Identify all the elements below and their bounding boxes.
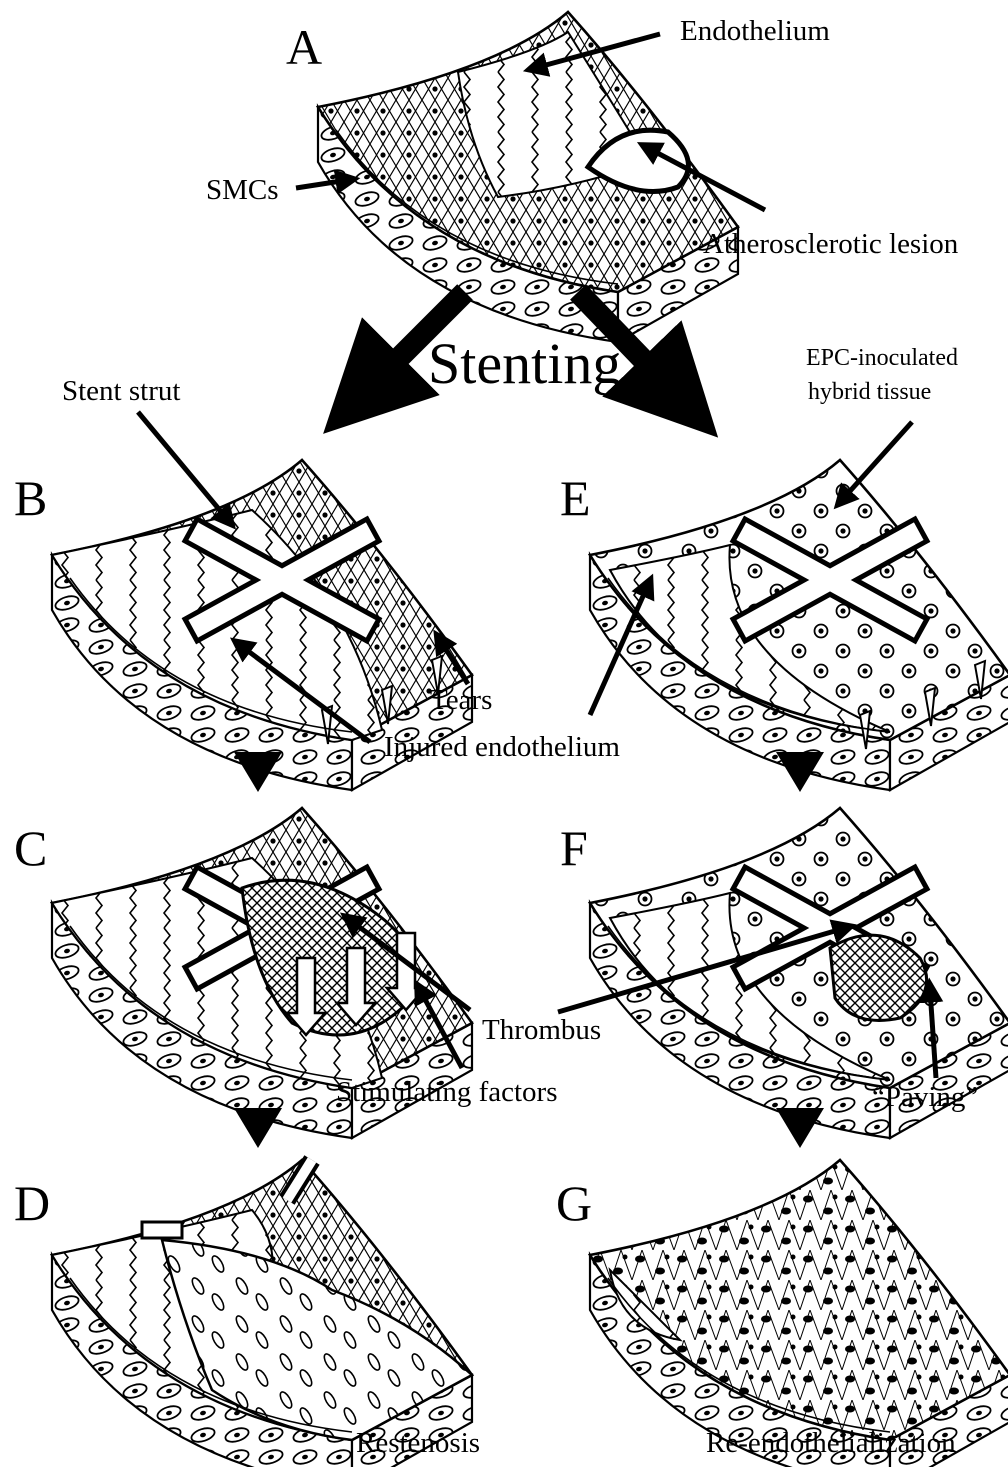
block-g [590, 1160, 1008, 1467]
panel-letter-a: A [286, 22, 322, 72]
panel-letter-e: E [560, 473, 591, 523]
label-endothelium: Endothelium [680, 17, 830, 46]
label-stent-strut: Stent strut [62, 377, 180, 406]
label-atherosclerotic-lesion: Atherosclerotic lesion [703, 230, 958, 259]
label-thrombus: Thrombus [482, 1016, 601, 1045]
label-tears: Tears [430, 686, 492, 715]
label-stenting: Stenting [428, 335, 621, 393]
panel-letter-b: B [14, 473, 47, 523]
panel-letter-g: G [556, 1178, 592, 1228]
caption-re-endothelialization: Re-endothelialization [706, 1429, 956, 1458]
block-e [590, 460, 1008, 790]
pointer-stent-strut [138, 412, 228, 520]
panel-letter-d: D [14, 1178, 50, 1228]
triangle-c-to-d [234, 1108, 282, 1148]
triangle-f-to-g [776, 1108, 824, 1148]
block-g-lumen-surface [590, 1160, 1008, 1440]
panel-letter-f: F [560, 823, 588, 873]
label-smcs: SMCs [206, 176, 279, 205]
label-injured-endothelium: Injured endothelium [384, 733, 620, 762]
panel-letter-c: C [14, 823, 47, 873]
block-a [318, 12, 738, 342]
label-epc-line1: EPC-inoculated [806, 346, 958, 370]
pointer-epc [842, 422, 912, 500]
caption-restenosis: Restenosis [356, 1429, 480, 1458]
stent-strut-d-stub [142, 1222, 182, 1238]
label-paving: “Paving” [872, 1083, 978, 1112]
label-stimulating-factors: Stimulating factors [336, 1078, 558, 1107]
label-epc-line2: hybrid tissue [808, 380, 931, 404]
block-d [52, 1160, 472, 1467]
